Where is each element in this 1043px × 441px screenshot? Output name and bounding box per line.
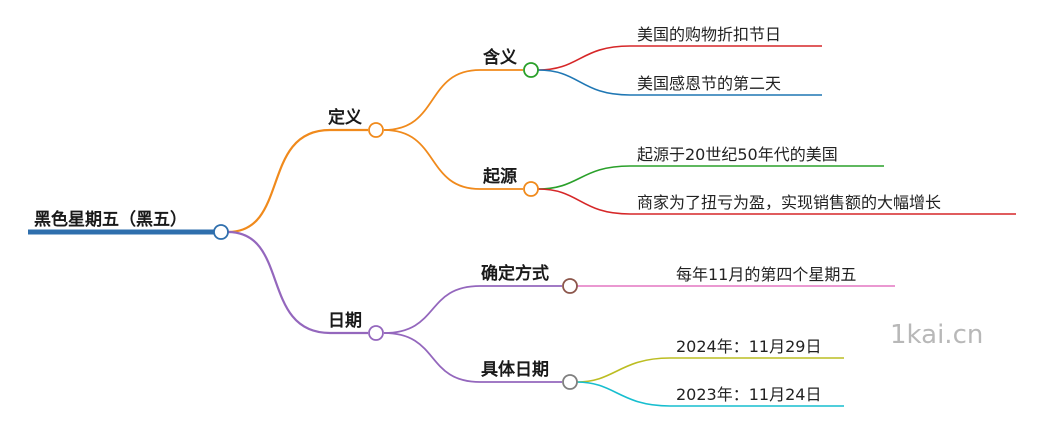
branch-label-definition: 定义 — [328, 108, 362, 128]
edge-meaning-leaf-2 — [537, 69, 822, 96]
edge-meaning-leaf-1 — [537, 45, 822, 71]
edge-definition-origin — [383, 129, 523, 190]
edge-specific-leaf-1 — [576, 357, 844, 383]
branch-label-date: 日期 — [328, 311, 362, 331]
leaf-label: 2023年：11月24日 — [676, 385, 822, 404]
leaf-label: 美国感恩节的第二天 — [637, 74, 782, 93]
branch-node-date[interactable] — [368, 325, 384, 341]
leaf-label: 每年11月的第四个星期五 — [676, 265, 857, 284]
root-node[interactable] — [213, 224, 229, 240]
leaf-label: 美国的购物折扣节日 — [637, 25, 782, 44]
root-label: 黑色星期五（黑五） — [34, 210, 187, 230]
leaf-label: 2024年：11月29日 — [676, 337, 822, 356]
edge-definition-meaning — [383, 69, 523, 131]
edge-origin-leaf-1 — [537, 165, 884, 190]
child-node-specific[interactable] — [562, 374, 578, 390]
edge-origin-leaf-2 — [537, 188, 1016, 215]
child-node-meaning[interactable] — [523, 62, 539, 78]
edge-root-date — [227, 230, 368, 335]
leaf-label: 起源于20世纪50年代的美国 — [637, 145, 838, 164]
child-label-method: 确定方式 — [481, 264, 549, 284]
leaf-label: 商家为了扭亏为盈，实现销售额的大幅增长 — [637, 193, 942, 212]
watermark-text: 1kai.cn — [890, 320, 984, 350]
branch-node-definition[interactable] — [368, 122, 384, 138]
child-label-origin: 起源 — [483, 167, 517, 187]
edge-root-definition — [227, 128, 368, 234]
child-node-origin[interactable] — [523, 181, 539, 197]
edge-specific-leaf-2 — [576, 381, 844, 407]
edge-date-specific — [383, 332, 562, 383]
child-node-method[interactable] — [562, 278, 578, 294]
edge-date-method — [383, 285, 562, 334]
child-label-meaning: 含义 — [483, 48, 517, 68]
child-label-specific: 具体日期 — [481, 360, 549, 380]
